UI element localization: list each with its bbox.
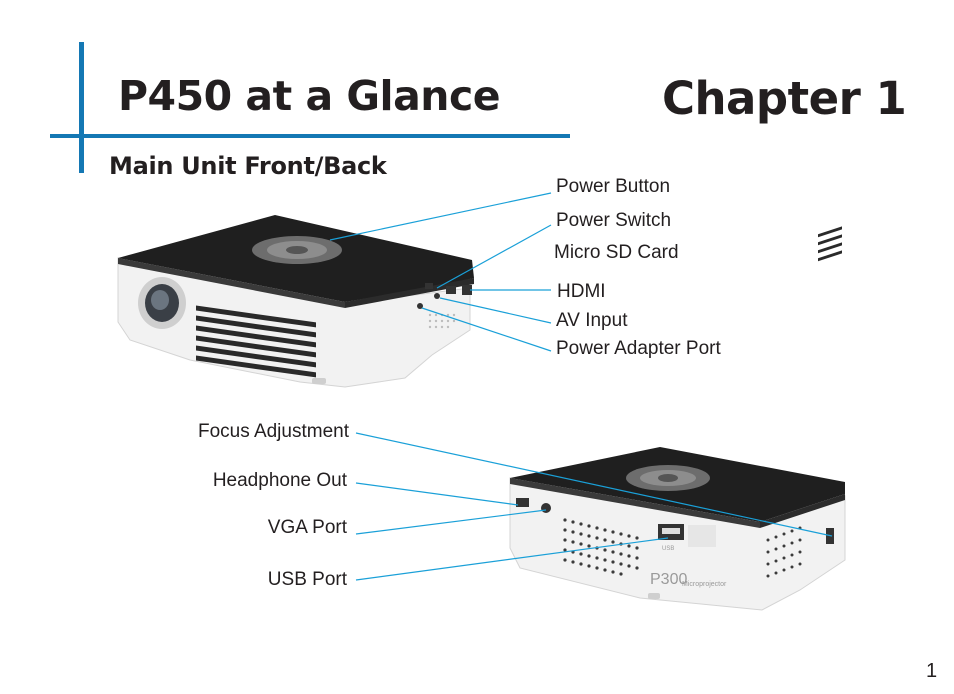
usb-port-text: USB bbox=[662, 546, 674, 552]
callout-usb bbox=[355, 537, 669, 581]
back-unit-illustration: P300 Microprojector USB bbox=[509, 226, 846, 611]
back-vent-dots bbox=[563, 518, 802, 578]
label-power-adapter: Power Adapter Port bbox=[556, 338, 721, 359]
callout-power-adapter bbox=[421, 307, 552, 352]
callout-vga bbox=[355, 509, 547, 535]
callout-focus bbox=[355, 432, 833, 537]
label-usb: USB Port bbox=[267, 569, 347, 590]
label-headphone: Headphone Out bbox=[212, 470, 347, 491]
page-title: P450 at a Glance bbox=[118, 72, 501, 120]
front-unit-illustration bbox=[117, 215, 474, 388]
label-power-switch: Power Switch bbox=[556, 210, 672, 231]
label-vga: VGA Port bbox=[267, 517, 347, 538]
callout-headphone bbox=[355, 482, 519, 506]
label-focus: Focus Adjustment bbox=[197, 421, 349, 442]
header-vertical-rule bbox=[79, 42, 84, 173]
page-number: 1 bbox=[926, 660, 938, 682]
label-micro-sd: Micro SD Card bbox=[554, 242, 679, 263]
label-av-input: AV Input bbox=[556, 310, 628, 331]
label-hdmi: HDMI bbox=[557, 281, 606, 302]
callout-power-button bbox=[329, 192, 552, 241]
chapter-heading: Chapter 1 bbox=[662, 72, 907, 125]
label-power-button: Power Button bbox=[556, 176, 671, 197]
header-horizontal-rule bbox=[50, 134, 570, 138]
callout-lines bbox=[329, 192, 833, 581]
callout-power-switch bbox=[436, 224, 552, 289]
section-heading: Main Unit Front/Back bbox=[109, 152, 387, 180]
callout-av-input bbox=[439, 297, 552, 324]
device-model-suffix: Microprojector bbox=[682, 581, 727, 588]
front-vent-grille bbox=[196, 305, 316, 378]
device-model-text: P300 bbox=[650, 571, 687, 588]
